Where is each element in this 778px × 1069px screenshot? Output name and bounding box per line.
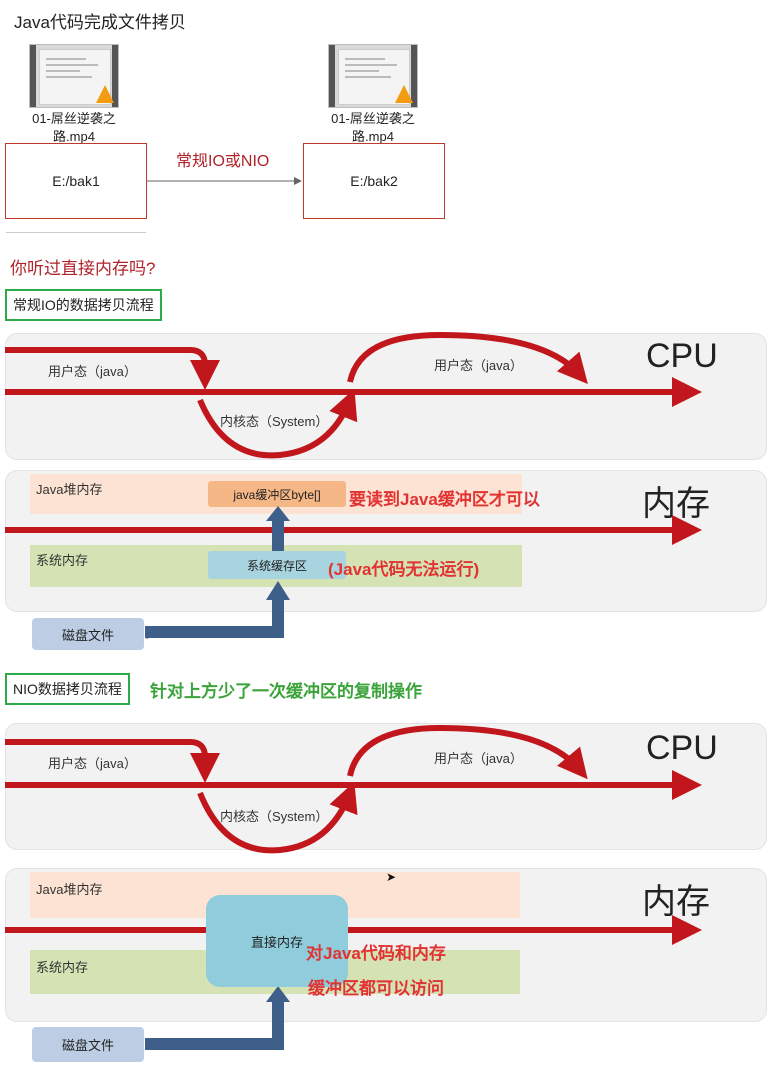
nio-note-line-2: 缓冲区都可以访问 <box>308 979 444 998</box>
io-note-java-buffer: 要读到Java缓冲区才可以 <box>349 490 540 509</box>
io-user-mode-label-2: 用户态（java） <box>434 358 523 373</box>
nio-memory-label: 内存 <box>642 883 710 921</box>
nio-section-heading: NIO数据拷贝流程 <box>5 673 130 705</box>
nio-sys-memory-label: 系统内存 <box>36 960 89 975</box>
io-heap-label: Java堆内存 <box>36 482 103 497</box>
nio-disk-file: 磁盘文件 <box>32 1027 144 1062</box>
nio-kernel-mode-label: 内核态（System） <box>220 809 329 824</box>
system-buffer: 系统缓存区 <box>208 551 346 579</box>
io-user-mode-label-1: 用户态（java） <box>48 364 137 379</box>
vlc-cone-icon <box>96 85 114 103</box>
io-kernel-mode-label: 内核态（System） <box>220 414 329 429</box>
nio-cpu-label: CPU <box>646 729 718 767</box>
nio-disk-arrow-head <box>266 986 290 1002</box>
io-sys-memory-label: 系统内存 <box>36 553 89 568</box>
target-dir-label: E:/bak2 <box>350 173 398 189</box>
source-file[interactable]: 01-屌丝逆袭之路.mp4 <box>26 44 122 146</box>
divider <box>6 232 146 233</box>
io-section-heading: 常规IO的数据拷贝流程 <box>5 289 162 321</box>
io-disk-file: 磁盘文件 <box>32 618 144 650</box>
io-user-return-arrow <box>347 331 588 385</box>
io-sysbuf-arrow-head <box>266 506 290 521</box>
direct-memory-question: 你听过直接内存吗? <box>10 259 156 278</box>
source-dir-label: E:/bak1 <box>52 173 100 189</box>
io-disk-to-sysbuf-arrow <box>145 598 284 638</box>
vlc-cone-icon <box>395 85 413 103</box>
target-file[interactable]: 01-屌丝逆袭之路.mp4 <box>325 44 421 146</box>
video-file-icon <box>328 44 418 108</box>
io-cpu-panel <box>5 333 767 460</box>
direct-memory-block: 直接内存 <box>206 895 348 987</box>
source-dir-box: E:/bak1 <box>5 143 147 219</box>
source-file-name: 01-屌丝逆袭之路.mp4 <box>32 111 116 144</box>
nio-user-mode-label-1: 用户态（java） <box>48 756 137 771</box>
copy-arrow-label: 常规IO或NIO <box>176 153 270 170</box>
nio-note-line-1: 对Java代码和内存 <box>306 944 446 963</box>
java-buffer: java缓冲区byte[] <box>208 481 346 507</box>
nio-disk-to-direct-arrow <box>145 1000 284 1050</box>
nio-heading-text: NIO数据拷贝流程 <box>13 681 122 697</box>
io-note-cannot-run: (Java代码无法运行) <box>328 560 480 579</box>
io-kernel-return-arrow <box>197 388 358 459</box>
nio-heap-label: Java堆内存 <box>36 882 103 897</box>
io-heading-text: 常规IO的数据拷贝流程 <box>13 297 154 313</box>
target-file-name: 01-屌丝逆袭之路.mp4 <box>331 111 415 144</box>
io-cpu-label: CPU <box>646 337 718 375</box>
mouse-cursor-icon: ➤ <box>386 870 397 884</box>
nio-user-to-kernel-arrow <box>5 739 220 783</box>
nio-user-return-arrow <box>347 724 588 780</box>
video-file-icon <box>29 44 119 108</box>
target-dir-box: E:/bak2 <box>303 143 445 219</box>
io-user-to-kernel-arrow <box>5 347 220 390</box>
nio-kernel-return-arrow <box>197 781 358 854</box>
nio-user-mode-label-2: 用户态（java） <box>434 751 523 766</box>
io-disk-arrow-head <box>266 581 290 600</box>
nio-heading-note: 针对上方少了一次缓冲区的复制操作 <box>150 682 422 701</box>
page-title: Java代码完成文件拷贝 <box>14 13 186 32</box>
